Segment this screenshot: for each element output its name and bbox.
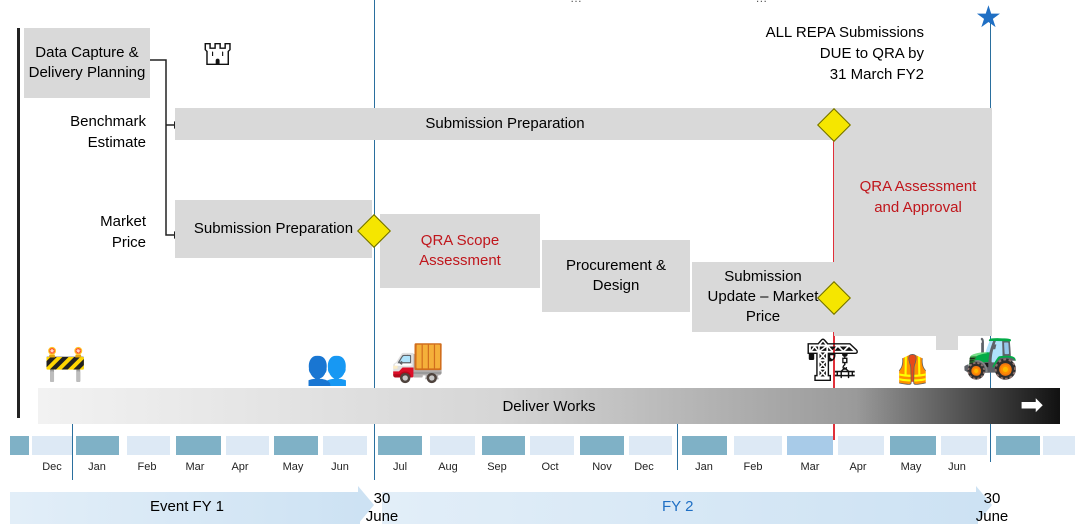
deadline-note-line-2: DUE to QRA by bbox=[819, 45, 924, 62]
month-cell bbox=[378, 436, 422, 455]
month-cell bbox=[176, 436, 221, 455]
month-label: Jan bbox=[695, 461, 713, 473]
fy2-arrow-head bbox=[976, 486, 992, 524]
month-cell bbox=[430, 436, 475, 455]
left-bracket-line bbox=[17, 28, 20, 418]
data-capture-label: Data Capture & Delivery Planning bbox=[28, 44, 146, 81]
deadline-note-line-3: 31 March FY2 bbox=[829, 66, 924, 83]
month-cell bbox=[530, 436, 574, 455]
qra-approval-block bbox=[834, 108, 992, 336]
arrow-right-icon: ➡ bbox=[1020, 389, 1044, 420]
submission-preparation-short-label: Submission Preparation bbox=[193, 220, 354, 237]
month-cell bbox=[890, 436, 936, 455]
month-label: Dec bbox=[42, 461, 62, 473]
event-fy1-label: Event FY 1 bbox=[150, 498, 224, 515]
month-label: Mar bbox=[800, 461, 820, 473]
month-cell bbox=[482, 436, 525, 455]
deliver-works-bar: Deliver Works bbox=[38, 388, 1060, 424]
dec-line-right bbox=[677, 420, 678, 470]
worker-cone-icon: 🦺 bbox=[895, 354, 930, 385]
month-label: Feb bbox=[743, 461, 763, 473]
roadwork-icon: 🚧 bbox=[44, 345, 87, 383]
procurement-design-bar: Procurement & Design bbox=[542, 240, 690, 312]
procurement-design-label: Procurement & Design bbox=[565, 257, 667, 294]
month-cell bbox=[226, 436, 269, 455]
submission-update-label: Submission Update – Market Price bbox=[707, 268, 819, 325]
month-cell bbox=[32, 436, 72, 455]
month-cell bbox=[127, 436, 170, 455]
month-label: Jan bbox=[88, 461, 106, 473]
qra-approval-tail bbox=[936, 330, 958, 350]
month-label: Sep bbox=[487, 461, 507, 473]
roller-icon: 🚜 bbox=[962, 328, 1020, 380]
submission-update-bar: Submission Update – Market Price bbox=[692, 262, 834, 332]
event-fy1-arrow bbox=[10, 492, 360, 524]
month-label: Aug bbox=[438, 461, 458, 473]
june-30-day-left: 30 bbox=[373, 490, 391, 507]
month-cell bbox=[1043, 436, 1075, 455]
month-cell bbox=[941, 436, 987, 455]
june-30-label-left: 30 June bbox=[362, 490, 402, 526]
star-icon: ★ bbox=[975, 1, 1002, 34]
event-fy1-arrow-head bbox=[358, 486, 374, 524]
market-price-label: Market Price bbox=[100, 213, 146, 251]
fy2-label: FY 2 bbox=[662, 498, 694, 515]
month-cell bbox=[274, 436, 318, 455]
month-label: Jun bbox=[948, 461, 966, 473]
submission-preparation-bar-market: Submission Preparation bbox=[175, 200, 372, 258]
month-cell bbox=[76, 436, 119, 455]
crowd-icon: 👥 bbox=[306, 349, 349, 387]
fy2-arrow bbox=[382, 492, 978, 524]
month-cell bbox=[682, 436, 727, 455]
benchmark-estimate-label: Benchmark Estimate bbox=[70, 113, 146, 151]
month-label: Feb bbox=[137, 461, 157, 473]
month-label: Dec bbox=[634, 461, 654, 473]
month-cell bbox=[10, 436, 29, 455]
month-label: May bbox=[900, 461, 922, 473]
month-cell bbox=[734, 436, 782, 455]
dump-truck-icon: 🚚 bbox=[390, 335, 445, 384]
june-30-day-right: 30 bbox=[983, 490, 1001, 507]
qra-approval-label: QRA Assessment and Approval bbox=[859, 178, 977, 216]
submission-preparation-bar-benchmark: Submission Preparation bbox=[175, 108, 835, 140]
dec-line-left bbox=[72, 420, 73, 480]
month-label: Oct bbox=[541, 461, 559, 473]
deliver-works-label: Deliver Works bbox=[502, 397, 596, 415]
month-cell bbox=[323, 436, 367, 455]
month-cell bbox=[629, 436, 672, 455]
submission-preparation-label: Submission Preparation bbox=[425, 115, 585, 132]
month-label: Mar bbox=[185, 461, 205, 473]
qra-scope-label: QRA Scope Assessment bbox=[419, 232, 501, 269]
month-cell bbox=[838, 436, 884, 455]
surveyor-icon: ⛫ bbox=[202, 35, 234, 73]
data-capture-box: Data Capture & Delivery Planning bbox=[24, 28, 150, 98]
june-30-month-right: June bbox=[975, 508, 1009, 525]
deadline-note-line-1: ALL REPA Submissions bbox=[765, 24, 924, 41]
submission-deadline-note: ALL REPA Submissions DUE to QRA by 31 Ma… bbox=[700, 22, 924, 85]
june-30-month-left: June bbox=[365, 508, 399, 525]
month-label: Jul bbox=[392, 461, 408, 473]
month-label: Apr bbox=[231, 461, 249, 473]
qra-scope-bar: QRA Scope Assessment bbox=[380, 214, 540, 288]
month-cell bbox=[580, 436, 624, 455]
month-cell bbox=[996, 436, 1040, 455]
month-label: Apr bbox=[849, 461, 867, 473]
month-label: May bbox=[282, 461, 304, 473]
top-cut-text: … … bbox=[570, 0, 767, 5]
excavator-icon: 🏗 bbox=[806, 336, 860, 383]
month-cell bbox=[787, 436, 833, 455]
june-30-label-right: 30 June bbox=[972, 490, 1012, 526]
month-label: Nov bbox=[592, 461, 612, 473]
month-label: Jun bbox=[331, 461, 349, 473]
